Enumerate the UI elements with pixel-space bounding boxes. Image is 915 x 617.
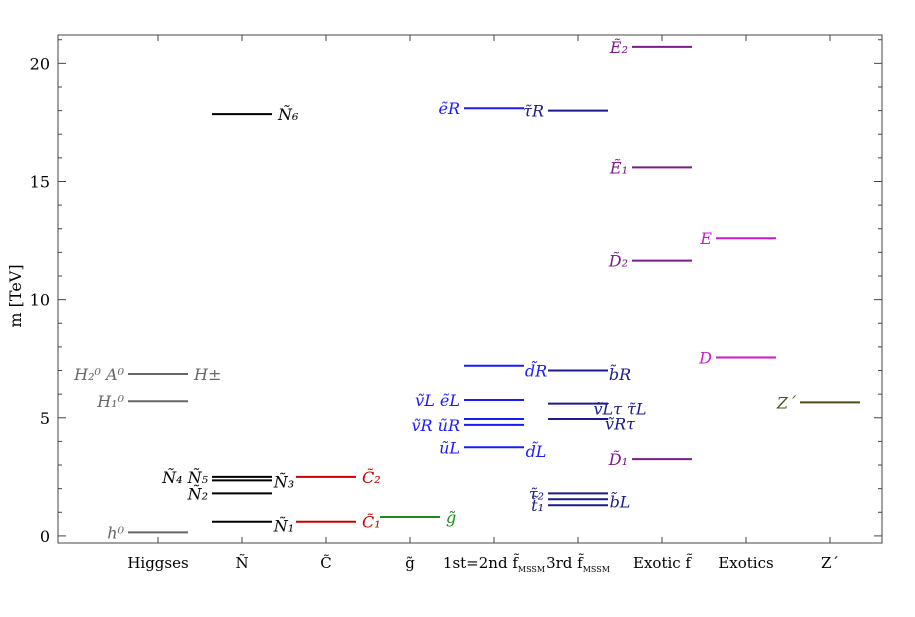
level-label: d̃R <box>525 360 547 380</box>
category-label-exotic_f: Exotic f̃ <box>633 554 692 572</box>
level-label: Ẽ₂ <box>609 37 628 57</box>
level-label: E <box>699 229 712 248</box>
level-label: C̃₂ <box>362 468 381 487</box>
level-label: Ñ₂ <box>187 483 208 503</box>
level-label: D <box>698 349 712 368</box>
level-label: D̃₁ <box>608 450 628 469</box>
plot-border <box>57 34 883 544</box>
level-label: Ñ₆ <box>277 104 299 124</box>
category-label-N: Ñ <box>235 554 248 572</box>
level-label: t̃₁ <box>531 495 544 515</box>
level-label: H± <box>193 365 221 384</box>
level-label: Z´ <box>776 393 797 412</box>
level-label: H₁⁰ <box>96 392 124 411</box>
category-label-Higgses: Higgses <box>127 554 188 572</box>
category-label-sf12: 1st=2nd f̃MSSM <box>443 554 545 574</box>
level-label: b̃R <box>609 364 631 384</box>
level-label: h⁰ <box>107 523 124 542</box>
level-label: τ̃R <box>523 102 544 121</box>
level-label: C̃₁ <box>362 513 381 532</box>
level-label: ṽLτ τ̃L <box>593 399 646 418</box>
level-label: Ñ₃ <box>273 472 294 492</box>
category-label-g: g̃ <box>405 554 415 572</box>
level-label: D̃₂ <box>608 252 628 271</box>
y-tick-label: 5 <box>40 409 50 428</box>
level-label: Ñ₄ Ñ₅ <box>161 467 209 487</box>
level-label: ṽL ẽL <box>415 391 460 410</box>
level-label: H₂⁰ A⁰ <box>73 365 124 384</box>
category-label-sf3: 3rd f̃MSSM <box>546 554 610 574</box>
level-label: Ñ₁ <box>273 515 294 535</box>
level-label: ṽRτ <box>605 415 636 434</box>
y-axis-title: m [TeV] <box>6 264 25 327</box>
y-tick-label: 10 <box>30 291 50 310</box>
y-tick-label: 20 <box>30 54 50 73</box>
y-tick-label: 15 <box>30 172 50 191</box>
y-tick-label: 0 <box>40 527 50 546</box>
plot-frame <box>57 34 883 544</box>
y-axis: 0 5 10 15 20 <box>30 39 882 546</box>
category-label-C: C̃ <box>320 554 331 572</box>
category-label-zprime: Z´ <box>821 554 839 572</box>
level-label: ũL <box>439 438 460 457</box>
level-label: ẽR <box>438 99 460 118</box>
category-label-exotics: Exotics <box>718 554 773 572</box>
mass-levels <box>128 45 860 534</box>
level-label: τ̃₂ <box>529 484 544 503</box>
level-label: b̃L <box>610 491 631 511</box>
level-label: d̃L <box>526 440 547 460</box>
level-label: Ẽ₁ <box>609 157 628 177</box>
level-label: ṽR ũR <box>411 416 460 435</box>
level-label: g̃ <box>446 508 456 527</box>
